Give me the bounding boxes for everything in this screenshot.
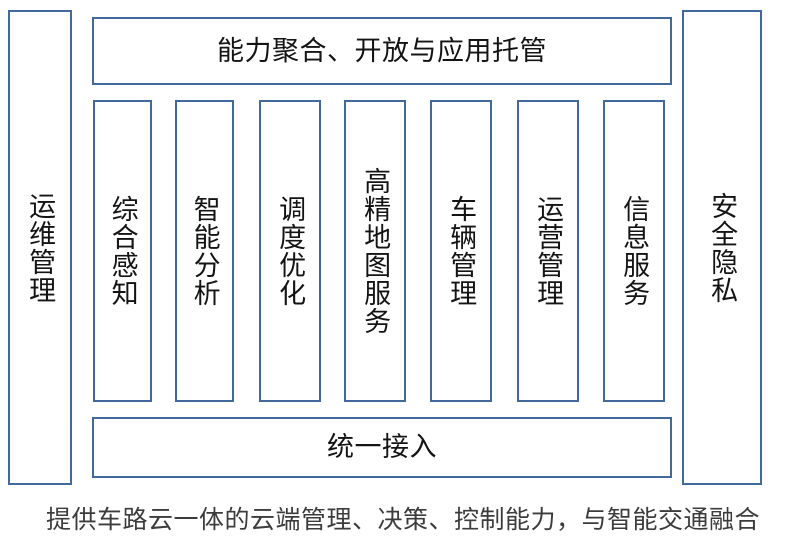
pillar-right-security-privacy[interactable]: 安全隐私 xyxy=(682,10,762,485)
band-top-label: 能力聚合、开放与应用托管 xyxy=(217,35,547,66)
column-label: 信息服务 xyxy=(619,195,650,307)
column-label: 车辆管理 xyxy=(446,195,477,307)
band-capability-aggregation[interactable]: 能力聚合、开放与应用托管 xyxy=(92,17,672,85)
column-hd-map-service[interactable]: 高精地图服务 xyxy=(344,100,406,402)
column-label: 高精地图服务 xyxy=(360,167,391,335)
pillar-right-label: 安全隐私 xyxy=(707,191,738,304)
pillar-left-ops-management[interactable]: 运维管理 xyxy=(8,10,72,485)
column-comprehensive-perception[interactable]: 综合感知 xyxy=(93,100,152,402)
column-label: 调度优化 xyxy=(275,195,306,307)
column-label: 智能分析 xyxy=(189,195,220,307)
column-intelligent-analysis[interactable]: 智能分析 xyxy=(175,100,234,402)
column-label: 运营管理 xyxy=(533,195,564,307)
band-unified-access[interactable]: 统一接入 xyxy=(92,417,672,478)
pillar-left-label: 运维管理 xyxy=(25,191,56,304)
diagram-caption: 提供车路云一体的云端管理、决策、控制能力，与智能交通融合 xyxy=(45,506,760,534)
column-scheduling-optimization[interactable]: 调度优化 xyxy=(259,100,321,402)
column-information-service[interactable]: 信息服务 xyxy=(603,100,665,402)
column-operation-management[interactable]: 运营管理 xyxy=(517,100,579,402)
column-label: 综合感知 xyxy=(107,195,138,307)
band-bottom-label: 统一接入 xyxy=(327,432,437,463)
column-vehicle-management[interactable]: 车辆管理 xyxy=(430,100,492,402)
